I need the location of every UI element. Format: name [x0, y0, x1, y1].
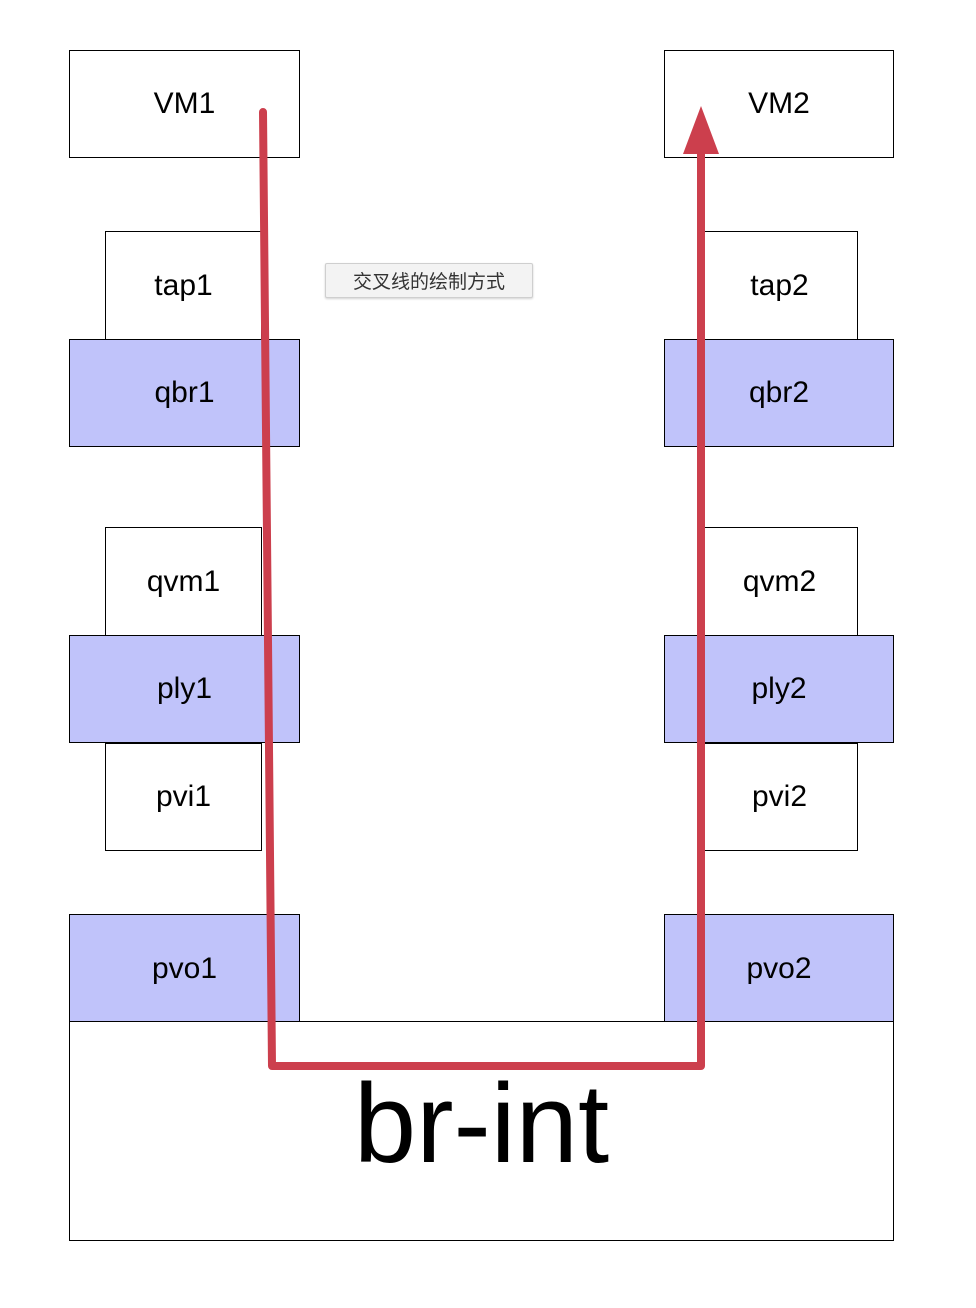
tooltip: 交叉线的绘制方式 — [325, 263, 533, 298]
pvi2-box[interactable]: pvi2 — [701, 743, 858, 851]
qvm2-box[interactable]: qvm2 — [701, 527, 858, 636]
pvi1-box[interactable]: pvi1 — [105, 743, 262, 851]
br-int-box[interactable]: br-int — [69, 1021, 894, 1241]
traffic-path-line — [259, 108, 705, 1070]
qvm1-box[interactable]: qvm1 — [105, 527, 262, 636]
vm1-box[interactable]: VM1 — [69, 50, 300, 158]
pvo1-box[interactable]: pvo1 — [69, 914, 300, 1023]
tap2-box[interactable]: tap2 — [701, 231, 858, 340]
arrowhead-icon — [683, 106, 719, 154]
ply1-box[interactable]: ply1 — [69, 635, 300, 743]
